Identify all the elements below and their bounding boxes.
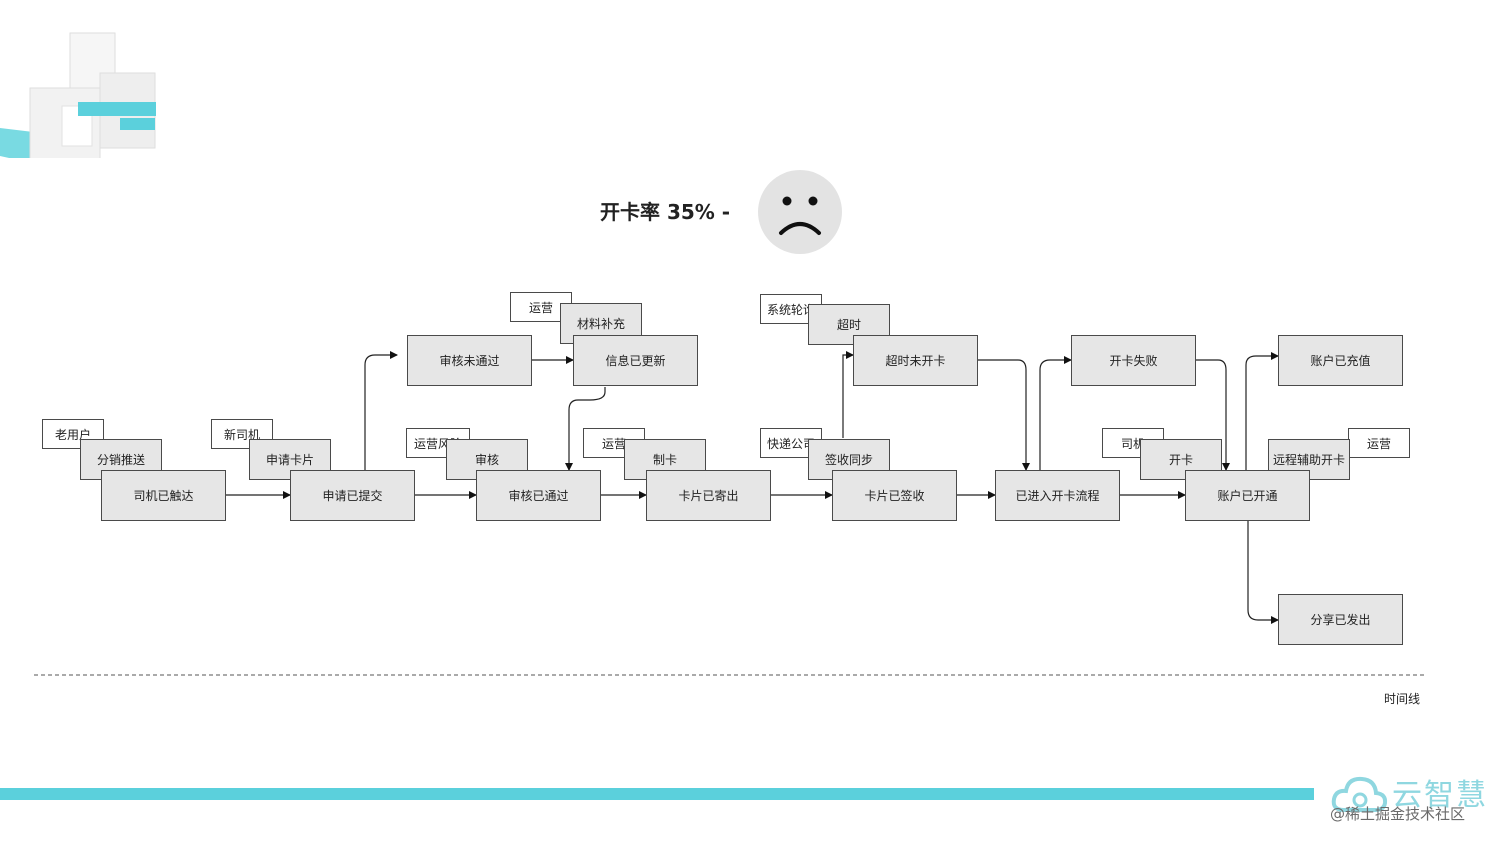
node-timeout-not-opened: 超时未开卡 (853, 335, 978, 386)
cube-logo (0, 32, 156, 158)
tag-old-user: 老用户 (42, 419, 104, 449)
sad-face-icon (758, 170, 842, 254)
node-share-sent: 分享已发出 (1278, 594, 1403, 645)
timeline-label: 时间线 (1384, 692, 1421, 706)
footer-accent-bar (0, 788, 1314, 800)
node-account-opened: 账户已开通 (1185, 470, 1310, 521)
node-review-failed: 审核未通过 (407, 335, 532, 386)
node-card-signed: 卡片已签收 (832, 470, 957, 521)
node-driver-reached: 司机已触达 (101, 470, 226, 521)
node-account-recharged: 账户已充值 (1278, 335, 1403, 386)
cloud-logo-icon (1331, 776, 1388, 812)
node-info-updated: 信息已更新 (573, 335, 698, 386)
timeline-line (34, 674, 1424, 676)
tag-operations-3: 运营 (1348, 428, 1410, 458)
node-review-passed: 审核已通过 (476, 470, 601, 521)
brand-name: 云智慧 (1392, 778, 1488, 813)
open-rate-headline: 开卡率 35% - (600, 200, 731, 224)
node-card-mailed: 卡片已寄出 (646, 470, 771, 521)
node-open-flow-entered: 已进入开卡流程 (995, 470, 1120, 521)
node-open-failed: 开卡失败 (1071, 335, 1196, 386)
node-application-submitted: 申请已提交 (290, 470, 415, 521)
watermark-text: @稀土掘金技术社区 (1330, 805, 1466, 823)
